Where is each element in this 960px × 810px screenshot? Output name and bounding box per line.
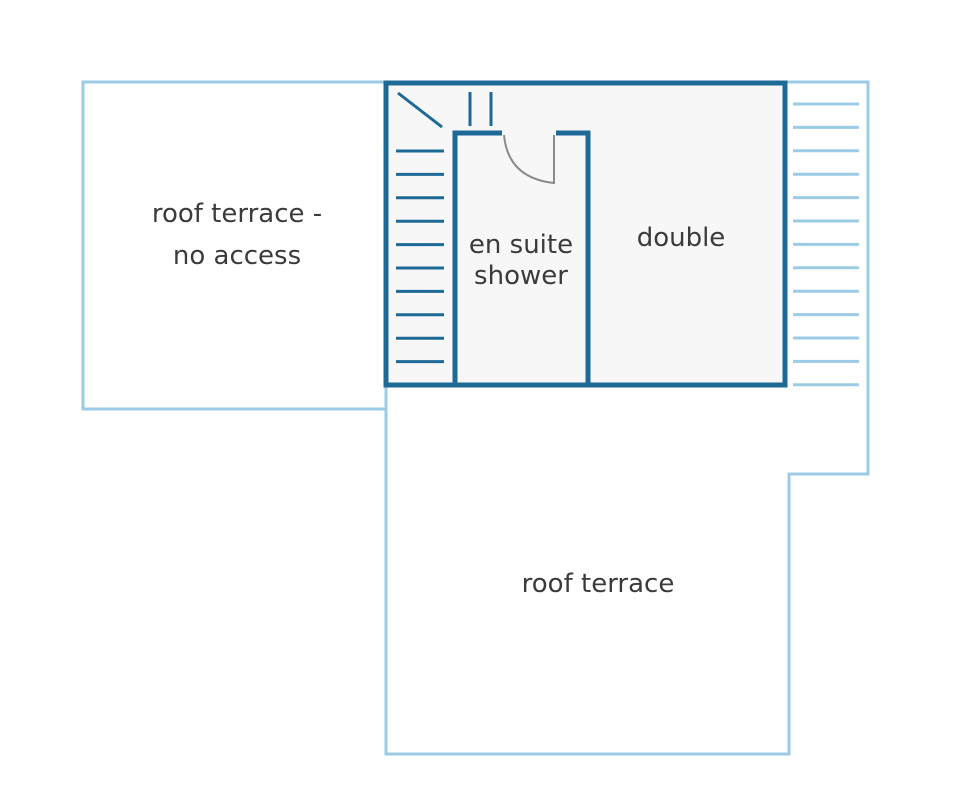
ensuite-right-wall — [556, 130, 591, 385]
stair-diagonal-mark — [397, 91, 443, 129]
door-swing-icon — [503, 134, 555, 185]
roof-terrace-outline — [384, 80, 870, 756]
label-roof-terrace-no-access-line2: no access — [173, 241, 301, 271]
external-staircase — [793, 102, 859, 387]
label-roof-terrace-no-access-line1: roof terrace - — [152, 199, 322, 229]
label-double: double — [637, 223, 726, 253]
label-roof-terrace: roof terrace — [522, 569, 675, 599]
label-ensuite-line2: shower — [474, 261, 568, 291]
label-ensuite-line1: en suite — [469, 230, 573, 260]
internal-staircase — [396, 149, 444, 364]
ensuite-left-wall — [452, 130, 502, 385]
